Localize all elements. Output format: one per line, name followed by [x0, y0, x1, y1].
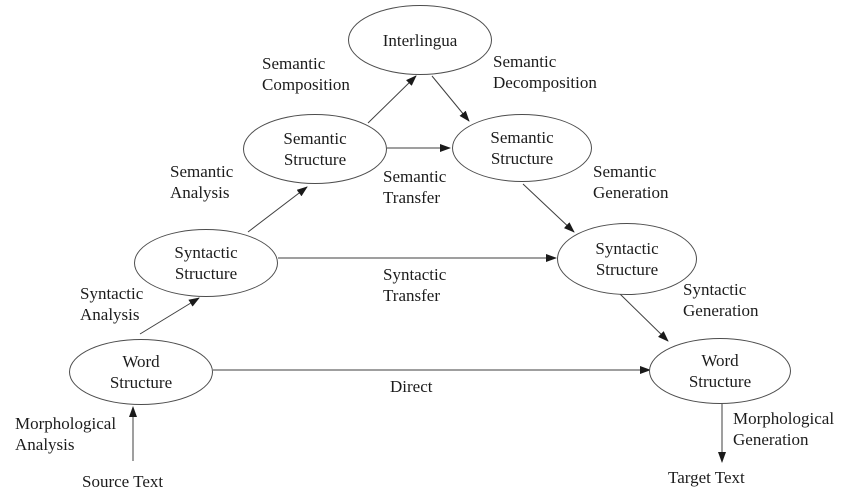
- node-word-structure-source-label: Word Structure: [109, 352, 173, 392]
- syntactic-generation-arrow: [619, 293, 669, 342]
- label-syntactic-analysis: Syntactic Analysis: [80, 284, 144, 324]
- semantic-composition-arrow: [367, 75, 417, 124]
- label-direct: Direct: [390, 377, 433, 396]
- label-source-text: Source Text: [82, 472, 164, 491]
- node-syntactic-structure-source-label: Syntactic Structure: [174, 243, 238, 283]
- label-target-text: Target Text: [668, 468, 745, 487]
- label-syntactic-transfer: Syntactic Transfer: [383, 265, 447, 305]
- syntactic-analysis-arrow: [139, 297, 200, 335]
- semantic-generation-arrow: [522, 183, 575, 233]
- node-syntactic-structure-target-label: Syntactic Structure: [595, 239, 659, 279]
- node-semantic-structure-target: Semantic Structure: [452, 114, 592, 182]
- semantic-decomposition-arrow: [431, 75, 470, 122]
- node-interlingua: Interlingua: [348, 5, 492, 75]
- node-syntactic-structure-source: Syntactic Structure: [134, 229, 278, 297]
- node-word-structure-target: Word Structure: [649, 338, 791, 404]
- label-syntactic-generation: Syntactic Generation: [683, 280, 759, 320]
- node-interlingua-label: Interlingua: [382, 30, 458, 50]
- label-semantic-composition: Semantic Composition: [262, 54, 350, 94]
- label-semantic-decomposition: Semantic Decomposition: [493, 52, 597, 92]
- node-word-structure-source: Word Structure: [69, 339, 213, 405]
- node-semantic-structure-source-label: Semantic Structure: [283, 129, 347, 169]
- label-semantic-generation: Semantic Generation: [593, 162, 669, 202]
- node-semantic-structure-source: Semantic Structure: [243, 114, 387, 184]
- label-morphological-generation: Morphological Generation: [733, 409, 835, 449]
- label-morphological-analysis: Morphological Analysis: [15, 414, 117, 454]
- node-syntactic-structure-target: Syntactic Structure: [557, 223, 697, 295]
- label-semantic-analysis: Semantic Analysis: [170, 162, 234, 202]
- node-semantic-structure-target-label: Semantic Structure: [490, 128, 554, 168]
- label-semantic-transfer: Semantic Transfer: [383, 167, 447, 207]
- node-word-structure-target-label: Word Structure: [688, 351, 752, 391]
- semantic-analysis-arrow: [247, 186, 308, 233]
